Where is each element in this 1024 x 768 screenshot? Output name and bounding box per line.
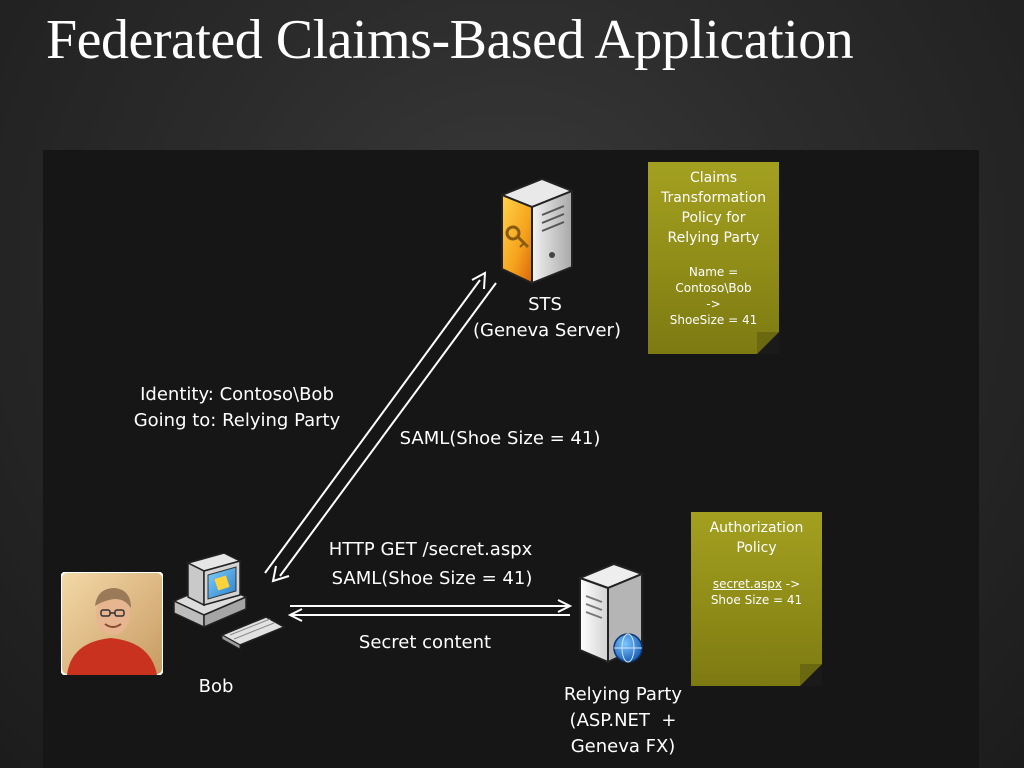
claims-transformation-note: Claims Transformation Policy for Relying… — [648, 162, 779, 354]
claims-note-rule-3: -> — [706, 297, 721, 311]
claims-note-heading-4: Relying Party — [667, 230, 760, 246]
sts-server-icon — [499, 177, 575, 285]
auth-note-heading-2: Policy — [736, 540, 777, 556]
identity-label-line1: Identity: Contoso\Bob — [140, 384, 334, 405]
auth-note-heading-1: Authorization — [709, 520, 804, 536]
claims-note-heading-2: Transformation — [660, 190, 767, 206]
relying-party-label-line3: Geneva FX) — [570, 736, 676, 757]
auth-note-rule-line2: Shoe Size = 41 — [710, 593, 803, 607]
secret-content-label: Secret content — [358, 632, 492, 653]
claims-note-heading-1: Claims — [689, 170, 738, 186]
relying-party-server-icon — [577, 562, 645, 664]
note-fold-shade — [757, 332, 779, 354]
arrow-rp-to-bob-head — [287, 608, 303, 622]
arrow-sts-to-bob — [279, 282, 497, 577]
authorization-policy-note: Authorization Policy secret.aspx -> Shoe… — [691, 512, 822, 686]
claims-note-heading-3: Policy for — [681, 210, 746, 226]
saml-from-sts-label: SAML(Shoe Size = 41) — [399, 428, 601, 449]
bob-label: Bob — [198, 676, 234, 697]
secret-aspx-link[interactable]: secret.aspx — [712, 577, 782, 591]
auth-note-rule-line1: secret.aspx -> — [691, 576, 822, 592]
sts-label-line1: STS — [528, 294, 562, 315]
relying-party-label-line2: (ASP.NET + — [569, 710, 677, 731]
auth-note-rule-arrow: -> — [781, 577, 801, 591]
claims-note-rule-1: Name = — [688, 265, 739, 279]
http-get-label: HTTP GET /secret.aspx — [328, 539, 533, 560]
claims-note-rule-2: Contoso\Bob — [675, 281, 752, 295]
bob-photo-avatar — [61, 572, 163, 675]
identity-label-line2: Going to: Relying Party — [133, 410, 341, 431]
slide-title: Federated Claims-Based Application — [46, 9, 854, 71]
claims-note-rule-4: ShoeSize = 41 — [669, 313, 758, 327]
arrow-bob-to-rp-head — [557, 599, 573, 613]
note-fold-shade — [800, 664, 822, 686]
saml-request-label: SAML(Shoe Size = 41) — [331, 568, 533, 589]
arrow-bob-to-sts — [264, 279, 481, 574]
relying-party-label-line1: Relying Party — [563, 684, 683, 705]
arrow-bob-to-sts-head — [471, 271, 487, 290]
sts-label-line2: (Geneva Server) — [473, 320, 621, 341]
arrow-sts-to-bob-head — [271, 565, 290, 583]
bob-computer-icon — [172, 553, 286, 650]
